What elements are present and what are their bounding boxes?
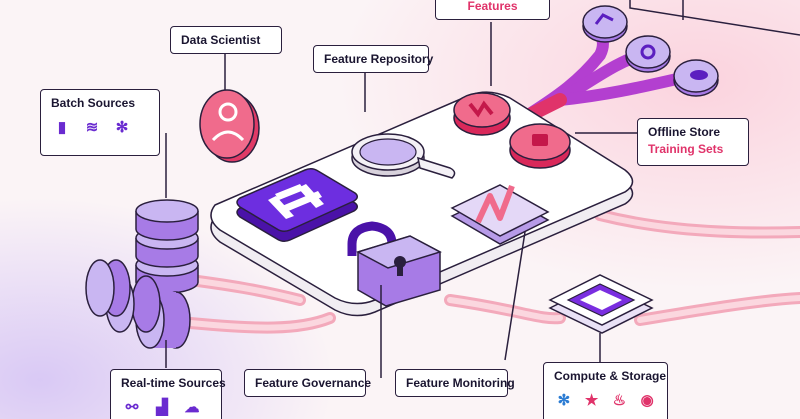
feature-governance-text: Feature Governance xyxy=(255,376,372,390)
realtime-sources-card: Real-time Sources ⚯ ▟ ☁ xyxy=(110,369,226,419)
features-text: Features xyxy=(467,0,518,13)
snowflake-icon: ✻ xyxy=(557,392,571,409)
branch-discs xyxy=(582,5,719,97)
logo-tile xyxy=(236,167,358,243)
feature-monitoring-label: Feature Monitoring xyxy=(395,369,515,397)
feature-repository-text: Feature Repository xyxy=(324,52,434,66)
layers-icon: ≋ xyxy=(85,119,99,136)
data-scientist-label: Data Scientist xyxy=(170,26,282,54)
feature-repository-label: Feature Repository xyxy=(313,45,433,73)
ms-fabric-icon: ▮ xyxy=(57,119,67,136)
database-icon xyxy=(532,134,548,146)
batch-sources-text: Batch Sources xyxy=(51,96,136,110)
trend-icon xyxy=(475,184,515,224)
compute-storage-icons: ✻ ★ ♨ ◉ xyxy=(554,389,657,411)
bracket-line xyxy=(629,0,800,36)
monitoring-tile xyxy=(450,184,550,361)
network-icon: ⚯ xyxy=(125,399,139,416)
batch-sources-icons: ▮ ≋ ✻ xyxy=(51,116,149,138)
data-scientist-avatar xyxy=(199,54,260,163)
chip-icon xyxy=(548,274,654,363)
database-stack-icon xyxy=(135,133,199,294)
stream-cylinders-icon xyxy=(85,259,191,368)
features-label: Features xyxy=(435,0,550,20)
pipes xyxy=(169,209,800,334)
compute-storage-text: Compute & Storage xyxy=(554,369,667,383)
padlock-icon xyxy=(347,221,442,378)
realtime-sources-icons: ⚯ ▟ ☁ xyxy=(121,396,211,418)
training-sets-text: Training Sets xyxy=(648,142,724,156)
magnifier-icon xyxy=(351,72,456,179)
spark-icon: ★ xyxy=(584,392,599,409)
feature-governance-label: Feature Governance xyxy=(244,369,371,397)
cloud-icon: ☁ xyxy=(184,399,200,416)
offline-store-text: Offline Store xyxy=(648,125,721,139)
data-scientist-text: Data Scientist xyxy=(181,33,261,47)
batch-sources-card: Batch Sources ▮ ≋ ✻ xyxy=(40,89,160,156)
arrow-icon xyxy=(594,13,614,25)
compute-storage-card: Compute & Storage ✻ ★ ♨ ◉ xyxy=(543,362,668,419)
snowflake-icon: ✻ xyxy=(115,119,129,136)
chart-icon: ▟ xyxy=(156,399,168,416)
brand-logo-icon xyxy=(268,184,324,219)
pig-icon: ♨ xyxy=(612,392,627,409)
realtime-sources-text: Real-time Sources xyxy=(121,376,226,390)
query-icon: ◉ xyxy=(640,392,654,409)
feature-monitoring-text: Feature Monitoring xyxy=(406,376,515,390)
features-disc xyxy=(453,22,511,136)
bolt-icon xyxy=(468,100,494,118)
offline-store-disc xyxy=(509,123,640,169)
offline-store-label: Offline Store Training Sets xyxy=(637,118,749,166)
ring-icon xyxy=(640,44,656,60)
pill-icon xyxy=(690,70,708,80)
